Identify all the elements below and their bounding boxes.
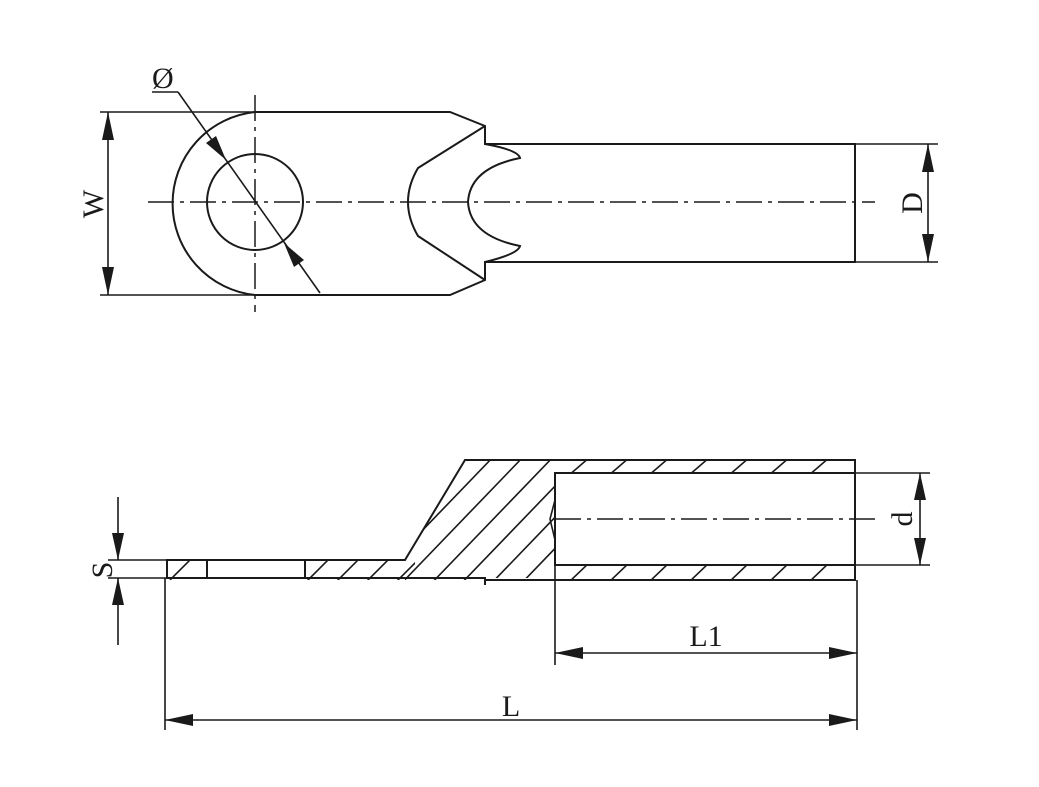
- crimp-mark-inner: [466, 143, 522, 263]
- d-inner-arrow-top: [914, 473, 926, 500]
- l1-arrow-right: [829, 647, 857, 659]
- diameter-arrow-bottom: [284, 243, 304, 267]
- w-arrow-top: [102, 112, 114, 140]
- side-view: S d L1 L: [86, 459, 930, 730]
- d-inner-arrow-bottom: [914, 538, 926, 565]
- s-label: S: [86, 562, 119, 579]
- s-arrow-top: [112, 533, 124, 560]
- l1-label: L1: [689, 620, 722, 653]
- s-arrow-bottom: [112, 578, 124, 605]
- w-label: W: [77, 189, 110, 218]
- l-arrow-right: [829, 714, 857, 726]
- diameter-label: Ø: [152, 62, 174, 95]
- l-label: L: [502, 690, 520, 723]
- d-outer-label: D: [896, 192, 929, 214]
- hatch-body: [405, 460, 560, 580]
- d-outer-arrow-bottom: [922, 234, 934, 262]
- l-arrow-left: [165, 714, 193, 726]
- bore-tip: [549, 499, 556, 541]
- hatch-palm: [306, 560, 415, 580]
- hatch-barrel-top: [570, 460, 828, 473]
- crimp-mark: [407, 125, 486, 281]
- d-inner-label: d: [886, 512, 919, 527]
- hatch-barrel-bottom: [569, 565, 829, 580]
- diameter-arrow-top: [206, 136, 226, 160]
- d-outer-arrow-top: [922, 144, 934, 172]
- top-view: W Ø D: [77, 62, 938, 312]
- w-arrow-bottom: [102, 267, 114, 295]
- l1-arrow-left: [555, 647, 583, 659]
- palm-outline: [171, 111, 856, 296]
- hatch-tip: [169, 560, 192, 580]
